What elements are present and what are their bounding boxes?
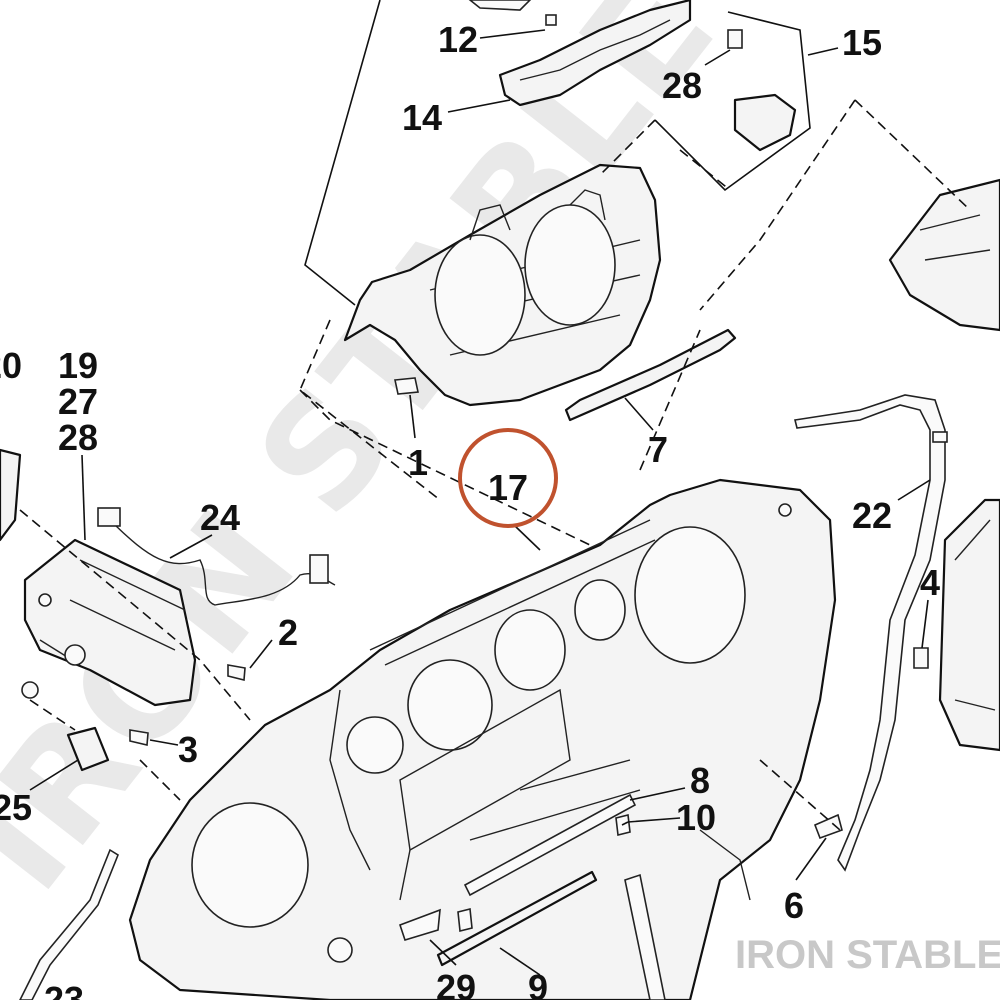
label-27: 27: [58, 381, 98, 422]
label-6: 6: [784, 885, 804, 926]
strip-8: [463, 793, 637, 897]
label-3: 3: [178, 729, 198, 770]
label-19: 19: [58, 345, 98, 386]
switch-housing-15: [733, 93, 797, 152]
label-28-left: 28: [58, 417, 98, 458]
right-trim-assembly: [794, 394, 1000, 872]
right-upper-cover: [854, 99, 1000, 332]
panel-right: [938, 498, 1000, 752]
highlight-circle: [458, 428, 558, 528]
strip-9: [436, 870, 598, 967]
sensor-25: [66, 726, 110, 772]
inner-bracket-assembly: [304, 0, 811, 422]
label-12: 12: [438, 19, 478, 60]
electrical-box-assembly: [0, 448, 336, 772]
label-1: 1: [408, 442, 428, 483]
label-20: 20: [0, 345, 22, 386]
trim-strip-7: [564, 328, 737, 422]
label-15: 15: [842, 22, 882, 63]
label-10: 10: [676, 797, 716, 838]
electrical-box: [23, 538, 197, 707]
explode-lines: [19, 99, 856, 831]
label-22: 22: [852, 495, 892, 536]
label-29: 29: [436, 967, 476, 1000]
trim-23: [19, 848, 119, 1000]
label-17: 17: [488, 467, 528, 508]
left-speaker-opening: [191, 802, 309, 928]
brand-watermark: IRON STABLE: [735, 933, 1000, 977]
label-24: 24: [200, 497, 240, 538]
label-23: 23: [44, 979, 84, 1000]
label-9: 9: [528, 967, 548, 1000]
outer-fairing-17: [128, 478, 837, 1000]
label-28-top: 28: [662, 65, 702, 106]
label-14: 14: [402, 97, 442, 138]
label-4: 4: [920, 562, 940, 603]
label-8: 8: [690, 760, 710, 801]
label-7: 7: [648, 429, 668, 470]
trim-22: [794, 394, 946, 872]
part-labels: 12 14 15 28 1 7 17 19 27 28 20 24 2 3 25…: [0, 19, 940, 1000]
right-speaker-opening: [634, 526, 746, 664]
label-25: 25: [0, 787, 32, 828]
label-2: 2: [278, 612, 298, 653]
leader-lines: [29, 29, 931, 976]
